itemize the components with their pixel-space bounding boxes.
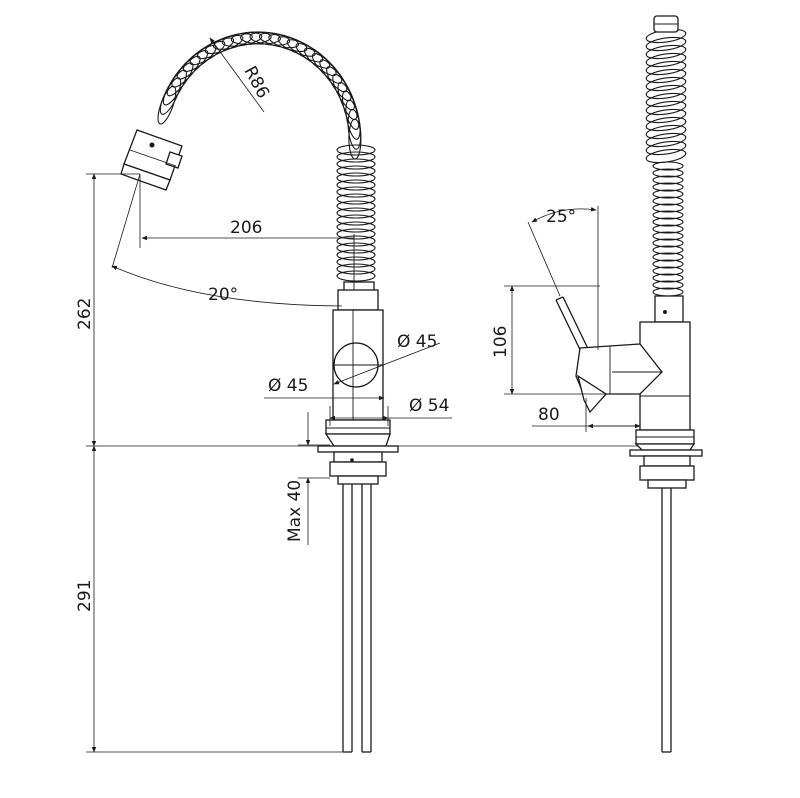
spring-loop bbox=[336, 242, 376, 254]
spring-loop bbox=[645, 116, 687, 132]
spring-loop bbox=[336, 207, 376, 219]
side-spring-coil bbox=[645, 28, 687, 297]
spring-loop bbox=[652, 224, 684, 234]
spring-loop bbox=[645, 84, 687, 100]
spring-loop bbox=[336, 256, 376, 268]
spring-loop bbox=[645, 124, 687, 140]
base-inner-diameter-label: Ø 45 bbox=[268, 376, 308, 396]
spring-loop bbox=[336, 263, 376, 275]
spring-loop bbox=[645, 36, 687, 52]
side-neck bbox=[654, 295, 684, 328]
spring-loop bbox=[645, 60, 687, 76]
radius-label: R86 bbox=[240, 63, 273, 102]
spring-loop bbox=[652, 273, 684, 283]
spring-loop bbox=[645, 132, 687, 148]
spring-loop bbox=[645, 44, 687, 60]
spring-loop bbox=[652, 196, 684, 206]
spout-reach-label: 206 bbox=[230, 218, 262, 238]
spring-loop bbox=[652, 189, 684, 199]
spring-loop bbox=[645, 68, 687, 84]
spring-loop bbox=[652, 161, 684, 171]
spout-neck bbox=[337, 234, 379, 313]
spring-loop bbox=[652, 182, 684, 192]
side-spray-head bbox=[653, 15, 679, 33]
side-view: 25° 106 80 bbox=[491, 15, 703, 753]
spring-loop bbox=[336, 172, 376, 184]
front-view: R86 206 20° Ø 45 Ø 45 Ø 54 bbox=[75, 31, 640, 753]
side-hose bbox=[661, 488, 672, 753]
faucet-body bbox=[332, 309, 384, 421]
side-base bbox=[629, 429, 703, 489]
height-below-deck-label: 291 bbox=[75, 580, 95, 612]
spring-loop bbox=[645, 92, 687, 108]
spring-loop bbox=[652, 259, 684, 269]
supply-hoses bbox=[342, 484, 372, 753]
spring-coil bbox=[157, 31, 376, 282]
spring-loop bbox=[652, 245, 684, 255]
spring-loop bbox=[645, 76, 687, 92]
spring-loop bbox=[652, 217, 684, 227]
spring-loop bbox=[652, 252, 684, 262]
spring-loop bbox=[336, 249, 376, 261]
front-dimensions: R86 206 20° Ø 45 Ø 45 Ø 54 bbox=[75, 37, 640, 753]
spring-loop bbox=[336, 158, 376, 170]
spring-loop bbox=[336, 179, 376, 191]
spring-loop bbox=[645, 100, 687, 116]
lever-height-label: 106 bbox=[491, 326, 511, 358]
spring-loop bbox=[336, 193, 376, 205]
spring-loop bbox=[645, 140, 687, 156]
spring-loop bbox=[652, 210, 684, 220]
spring-loop bbox=[645, 108, 687, 124]
spring-loop bbox=[652, 168, 684, 178]
lever-projection-label: 80 bbox=[538, 405, 560, 425]
spring-loop bbox=[336, 151, 376, 163]
spring-loop bbox=[336, 228, 376, 240]
spring-loop bbox=[336, 235, 376, 247]
spring-loop bbox=[652, 280, 684, 290]
lever-angle-label: 25° bbox=[546, 207, 576, 227]
spray-head bbox=[120, 129, 183, 191]
spring-loop bbox=[336, 214, 376, 226]
body-diameter-label: Ø 45 bbox=[397, 332, 437, 352]
spring-loop bbox=[336, 144, 376, 156]
spring-loop bbox=[336, 200, 376, 212]
side-dimensions: 25° 106 80 bbox=[491, 206, 641, 432]
spring-loop bbox=[336, 186, 376, 198]
spring-loop bbox=[652, 238, 684, 248]
spring-loop bbox=[645, 52, 687, 68]
spring-loop bbox=[336, 270, 376, 282]
spring-loop bbox=[652, 231, 684, 241]
spring-loop bbox=[652, 175, 684, 185]
height-above-deck-label: 262 bbox=[75, 298, 95, 330]
base-outer-diameter-label: Ø 54 bbox=[409, 396, 449, 416]
deck-thickness-label: Max 40 bbox=[285, 480, 305, 542]
spring-loop bbox=[652, 203, 684, 213]
spring-loop bbox=[652, 266, 684, 276]
spring-loop bbox=[336, 165, 376, 177]
swivel-angle-label: 20° bbox=[208, 285, 238, 305]
faucet-base bbox=[317, 419, 399, 485]
spring-loop bbox=[336, 221, 376, 233]
